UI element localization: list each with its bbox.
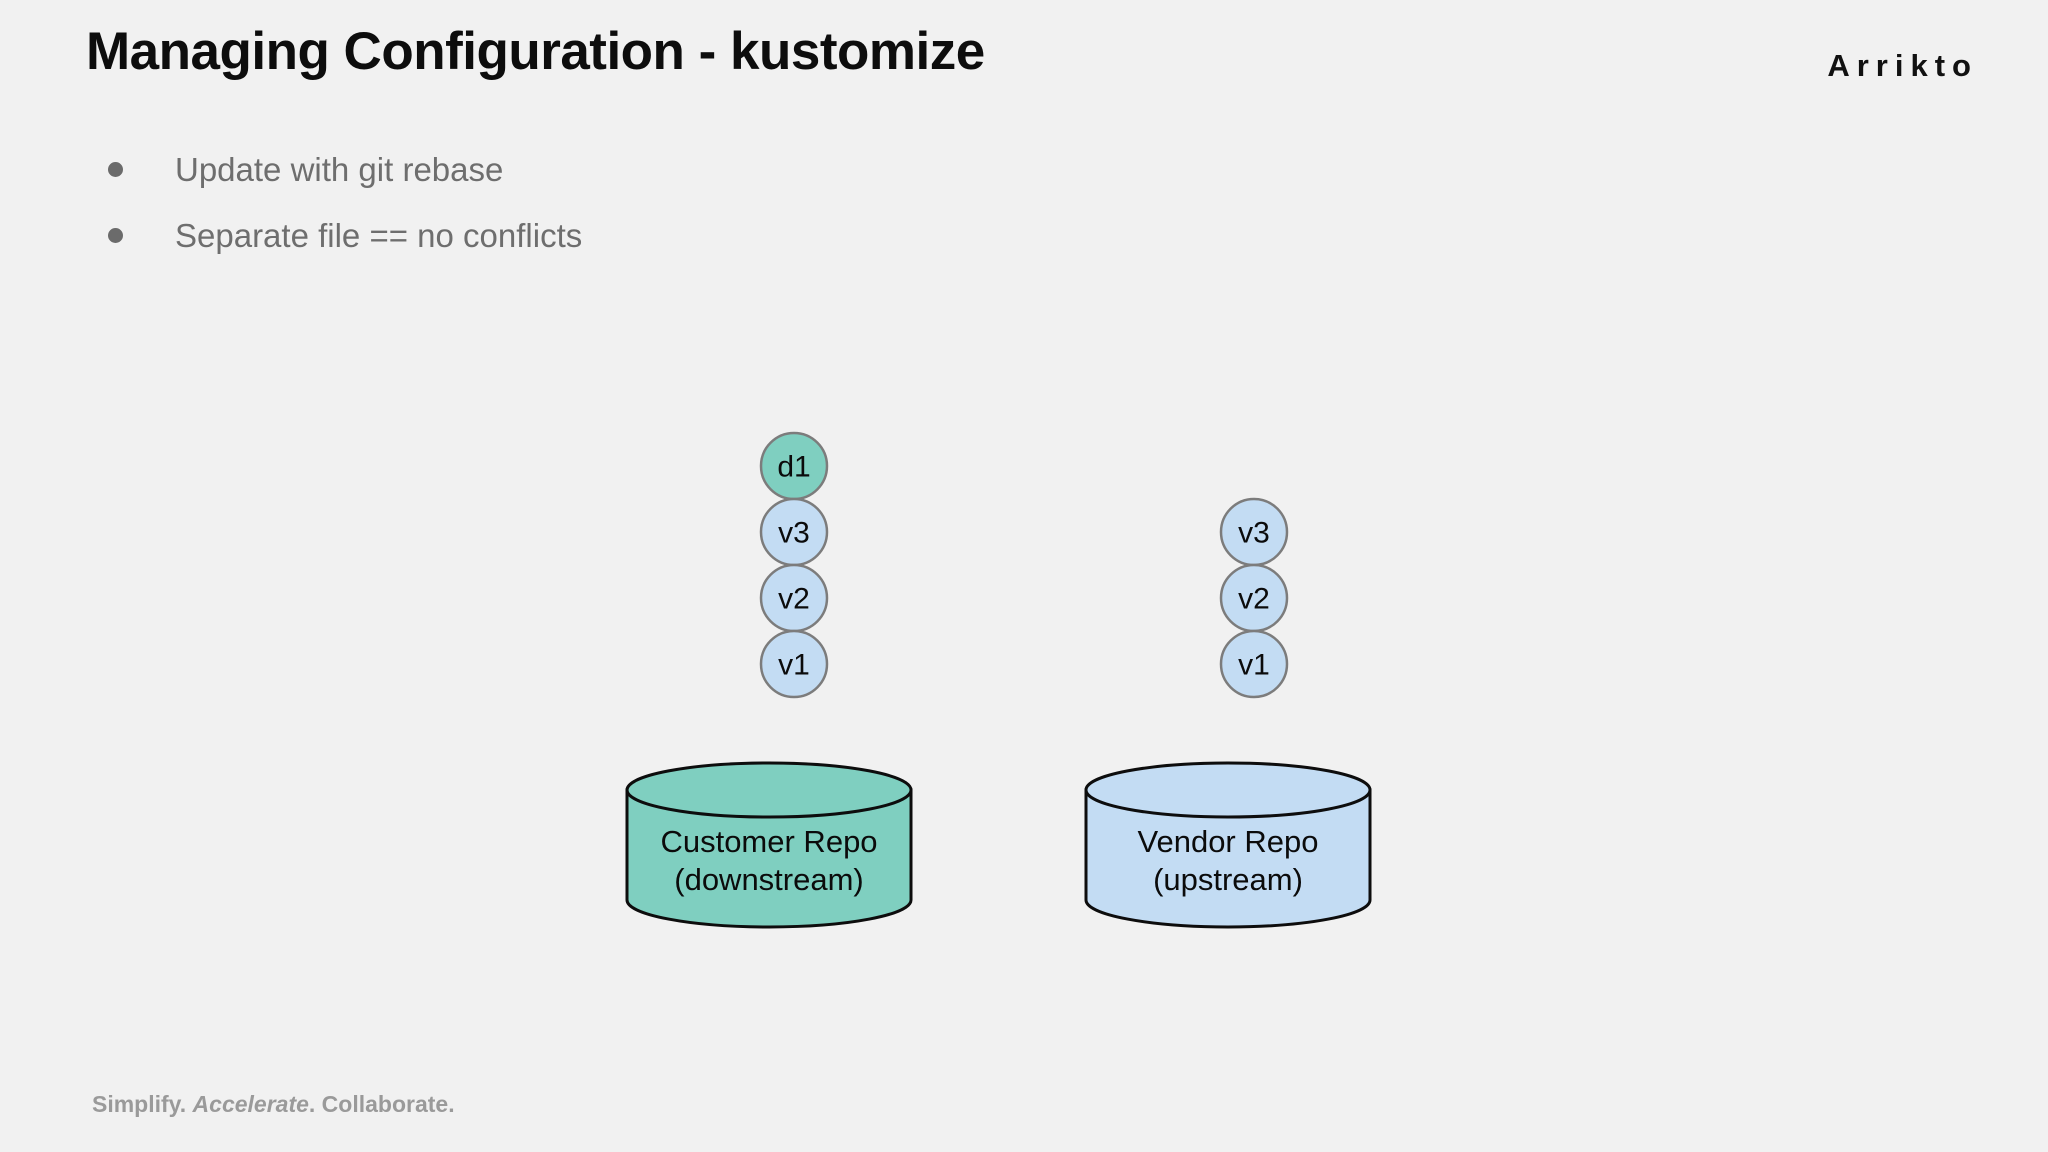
vendor-repo-cylinder[interactable]: Vendor Repo (upstream) <box>1084 761 1372 929</box>
bullet-list: Update with git rebase Separate file == … <box>108 146 582 278</box>
commit-node-label: v2 <box>778 583 810 616</box>
footer-part-accelerate: Accelerate <box>192 1091 309 1117</box>
commit-node-label: v1 <box>1238 649 1270 682</box>
commit-node-label: d1 <box>777 451 810 484</box>
repo-branch-diagram: d1 v3 v2 v1 <box>600 390 1500 950</box>
commit-node-customer-v3[interactable]: v3 <box>759 497 829 567</box>
footer-tagline: Simplify. Accelerate. Collaborate. <box>92 1091 455 1118</box>
bullet-dot-icon <box>108 227 123 243</box>
footer-part-simplify: Simplify. <box>92 1091 187 1117</box>
page-title: Managing Configuration - kustomize <box>86 22 985 81</box>
commit-node-label: v3 <box>778 517 810 550</box>
bullet-dot-icon <box>108 162 123 177</box>
commit-node-vendor-v3[interactable]: v3 <box>1219 497 1289 567</box>
customer-repo-label-line1: Customer Repo <box>660 824 877 859</box>
customer-repo-label-line2: (downstream) <box>674 862 864 897</box>
customer-repo-cylinder[interactable]: Customer Repo (downstream) <box>625 761 913 929</box>
vendor-repo-label-line2: (upstream) <box>1153 862 1303 897</box>
list-item: Separate file == no conflicts <box>108 212 582 260</box>
vendor-branch-group: v3 v2 v1 Vendor Repo (upstream) <box>1084 497 1372 929</box>
commit-node-vendor-v2[interactable]: v2 <box>1219 563 1289 633</box>
commit-node-customer-v1[interactable]: v1 <box>759 629 829 699</box>
arrikto-logo: Arrikto <box>1827 48 1978 83</box>
list-item: Update with git rebase <box>108 146 582 194</box>
bullet-text: Update with git rebase <box>175 151 504 188</box>
commit-node-label: v3 <box>1238 517 1270 550</box>
footer-part-collaborate: . Collaborate. <box>308 1091 455 1117</box>
commit-node-vendor-v1[interactable]: v1 <box>1219 629 1289 699</box>
vendor-repo-label-line1: Vendor Repo <box>1138 824 1319 859</box>
bullet-text: Separate file == no conflicts <box>175 216 583 254</box>
customer-branch-group: d1 v3 v2 v1 <box>625 431 913 929</box>
commit-node-label: v1 <box>778 649 810 682</box>
commit-node-customer-d1[interactable]: d1 <box>759 431 829 501</box>
commit-node-label: v2 <box>1238 583 1270 616</box>
commit-node-customer-v2[interactable]: v2 <box>759 563 829 633</box>
